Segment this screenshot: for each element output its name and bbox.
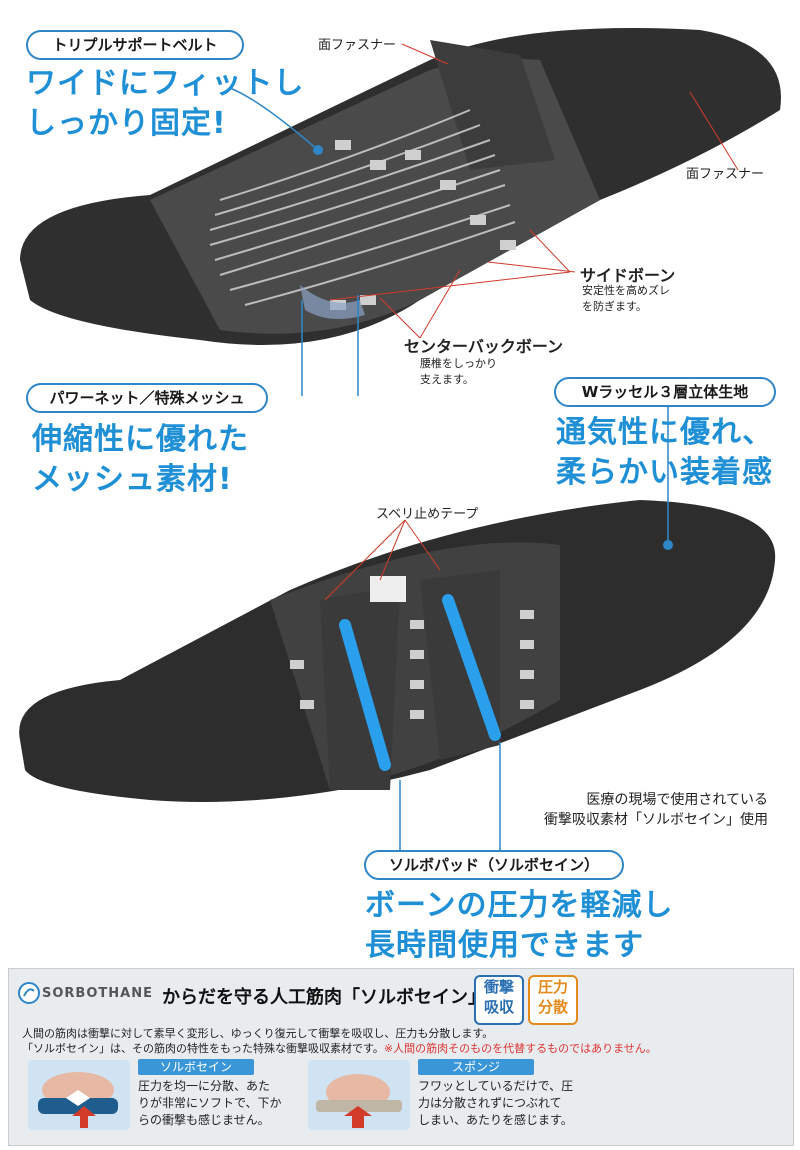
stamp-line: 分散 [537, 998, 568, 1016]
text-line: フワッとしているだけで、圧 [418, 1079, 574, 1093]
desc-text: 「ソルボセイン」は、その筋肉の特性をもった特殊な衝撃吸収素材です。 [22, 1042, 384, 1055]
note-line: 医療の現場で使用されている [586, 792, 768, 808]
headline-line: ワイドにフィットし [26, 66, 305, 101]
text-line: らの衝撃も感じません。 [138, 1113, 270, 1127]
leader-lines [324, 43, 739, 601]
label-non-slip-tape: スベリ止めテープ [376, 507, 479, 522]
pill-triple-support: トリプルサポートベルト [26, 30, 244, 60]
pill-w-raschel: Wラッセル３層立体生地 [554, 377, 776, 407]
text-line: 圧力を均一に分散、あた [138, 1079, 271, 1093]
headline-line: 柔らかい装着感 [556, 455, 773, 490]
text-line: りが非常にソフトで、下か [138, 1096, 282, 1110]
headline-sorbo: ボーンの圧力を軽減し 長時間使用できます [365, 886, 674, 966]
headline-wide-fit: ワイドにフィットし しっかり固定! [26, 64, 304, 144]
bottom-belt-image [19, 500, 776, 802]
desc-line: 安定性を高めズレ [582, 284, 670, 297]
label-center-back-bone: センターバックボーン [404, 337, 564, 356]
label-velcro-top: 面ファスナー [318, 38, 397, 53]
sorbothane-label: ソルボセイン [138, 1059, 254, 1075]
text-line: しまい、あたりを感じます。 [418, 1113, 573, 1127]
headline-mesh: 伸縮性に優れた メッシュ素材! [32, 420, 249, 500]
desc-line: を防ぎます。 [582, 300, 647, 313]
pill-sorbo-pad: ソルボパッド（ソルボセイン） [364, 850, 624, 880]
desc-line: 腰椎をしっかり [420, 357, 497, 370]
desc-muscle: 人間の筋肉は衝撃に対して素早く変形し、ゆっくり復元して衝撃を吸収し、圧力も分散し… [22, 1027, 494, 1040]
note-medical: 医療の現場で使用されている 衝撃吸収素材「ソルボセイン」使用 [480, 790, 768, 830]
side-bone-desc: 安定性を高めズレ を防ぎます。 [582, 283, 670, 315]
headline-line: 長時間使用できます [365, 928, 644, 963]
headline-line: メッシュ素材! [32, 462, 233, 497]
headline-line: しっかり固定! [26, 106, 227, 141]
sponge-text: フワッとしているだけで、圧 力は分散されずにつぶれて しまい、あたりを感じます。 [418, 1078, 573, 1129]
stamp-line: 衝撃 [483, 978, 514, 996]
sponge-demo-image [308, 1060, 410, 1130]
stamp-pressure-disperse: 圧力 分散 [528, 975, 578, 1025]
center-bone-desc: 腰椎をしっかり 支えます。 [420, 356, 497, 388]
sponge-label: スポンジ [418, 1059, 534, 1075]
pill-power-net: パワーネット／特殊メッシュ [26, 383, 268, 413]
desc-sorbothane: 「ソルボセイン」は、その筋肉の特性をもった特殊な衝撃吸収素材です。※人間の筋肉そ… [22, 1040, 657, 1056]
headline-line: 伸縮性に優れた [32, 422, 249, 457]
stamp-line: 圧力 [537, 978, 568, 996]
stamp-shock-absorb: 衝撃 吸収 [474, 975, 524, 1025]
headline-raschel: 通気性に優れ、 柔らかい装着感 [556, 413, 773, 493]
note-line: 衝撃吸収素材「ソルボセイン」使用 [544, 812, 768, 828]
headline-line: 通気性に優れ、 [556, 415, 774, 450]
stamp-line: 吸収 [483, 998, 514, 1016]
brand-name: SORBOTHANE [42, 986, 153, 1001]
sorbothane-logo-icon [18, 982, 40, 1004]
box-title: からだを守る人工筋肉「ソルボセイン」 [162, 987, 486, 1008]
desc-line: 支えます。 [420, 373, 474, 386]
label-side-bone: サイドボーン [580, 266, 676, 285]
sorbothane-text: 圧力を均一に分散、あた りが非常にソフトで、下か らの衝撃も感じません。 [138, 1078, 282, 1129]
sorbothane-demo-image [28, 1060, 130, 1130]
headline-line: ボーンの圧力を軽減し [365, 888, 674, 923]
label-velcro-right: 面ファスナー [686, 167, 765, 182]
desc-disclaimer: ※人間の筋肉そのものを代替するものではありません。 [383, 1042, 657, 1055]
blue-leader-lines [229, 87, 669, 852]
text-line: 力は分散されずにつぶれて [418, 1096, 562, 1110]
top-belt-image [20, 28, 781, 345]
